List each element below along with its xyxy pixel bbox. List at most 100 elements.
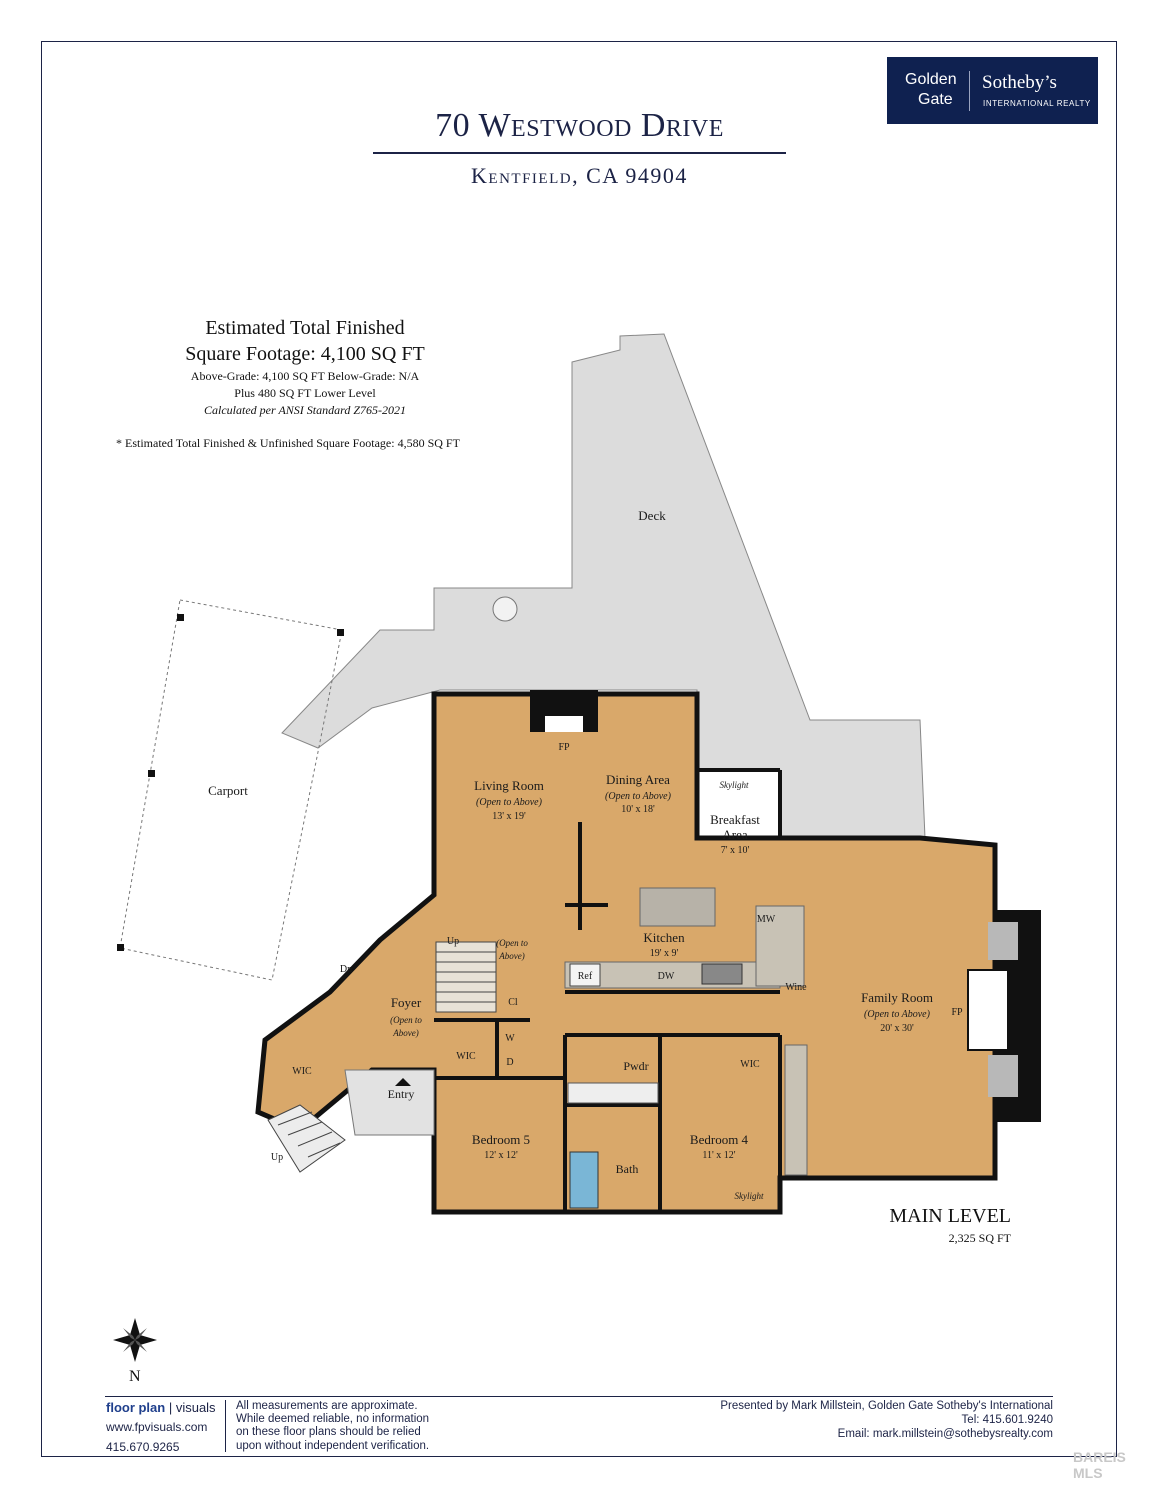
logo-divider [969, 71, 970, 111]
label-family-note: (Open to Above) [864, 1009, 931, 1020]
kitchen-island [639, 887, 716, 927]
label-living-note: (Open to Above) [476, 797, 543, 808]
living-firebox [545, 716, 583, 732]
label-kitchen: Kitchen [643, 930, 685, 945]
label-wic-bed4: WIC [740, 1059, 760, 1070]
range [701, 963, 743, 985]
label-kitchen-dim: 19' x 9' [650, 948, 679, 959]
logo-brand: Sotheby’s [982, 72, 1057, 93]
label-carport: Carport [208, 783, 248, 798]
sqft-heading-1: Estimated Total Finished [205, 317, 405, 339]
label-wine: Wine [785, 982, 807, 993]
label-dw: DW [658, 971, 675, 982]
disclaimer-line-2: While deemed reliable, no information [236, 1413, 430, 1425]
main-stair [435, 941, 497, 1013]
property-city: Kentfield, CA 94904 [471, 163, 688, 188]
page-frame [41, 41, 1117, 1457]
sqft-lower-level: Plus 480 SQ FT Lower Level [234, 386, 376, 400]
sqft-heading-2: Square Footage: 4,100 SQ FT [185, 343, 425, 365]
label-family: Family Room [861, 990, 933, 1005]
label-bed4: Bedroom 4 [690, 1132, 749, 1147]
footer-separator [225, 1400, 226, 1452]
brokerage-logo: Golden Gate Sotheby’s INTERNATIONAL REAL… [887, 57, 1098, 124]
logo-tagline: INTERNATIONAL REALTY [983, 99, 1091, 108]
kitchen-counter [564, 961, 781, 989]
logo-gate: Gate [918, 91, 953, 108]
label-dryer: D [506, 1057, 513, 1068]
compass-rose [113, 1318, 157, 1362]
carport-post [117, 944, 124, 951]
disclaimer-line-4: upon without independent verification. [236, 1440, 430, 1452]
mls-watermark: BAREIS MLS [1073, 1449, 1126, 1481]
fpv-brand-rest: | visuals [165, 1400, 216, 1415]
label-dining-note: (Open to Above) [605, 791, 672, 802]
fpv-brand-bold: floor plan [106, 1400, 166, 1415]
label-fp-living: FP [558, 742, 570, 753]
label-entry: Entry [388, 1087, 415, 1101]
compass-north-label: N [129, 1368, 141, 1385]
deck-hot-tub [492, 596, 518, 622]
label-wic-bed5: WIC [456, 1051, 476, 1062]
fpv-website: www.fpvisuals.com [106, 1420, 208, 1434]
interior-walls [372, 768, 782, 1212]
label-stair-up: Up [447, 936, 459, 947]
label-dining: Dining Area [606, 772, 670, 787]
label-bed5-dim: 12' x 12' [484, 1150, 518, 1161]
label-pwdr: Pwdr [623, 1059, 648, 1073]
entry-stair [267, 1104, 346, 1173]
sqft-grade: Above-Grade: 4,100 SQ FT Below-Grade: N/… [190, 369, 420, 383]
family-window [988, 1055, 1018, 1097]
label-stair-open-1: (Open to [496, 938, 528, 948]
fpv-brand: floor plan | visuals [106, 1400, 216, 1415]
label-mw: MW [757, 914, 776, 925]
label-foyer-note-1: (Open to [390, 1015, 422, 1025]
disclaimer-line-1: All measurements are approximate. [236, 1400, 418, 1412]
footer-divider [105, 1396, 1053, 1397]
main-floor [255, 691, 998, 1215]
refrigerator [569, 963, 601, 987]
label-dn: Dn [340, 964, 352, 975]
level-name: MAIN LEVEL [889, 1205, 1011, 1227]
label-breakfast-2: Area [722, 827, 747, 842]
sqft-note: * Estimated Total Finished & Unfinished … [116, 436, 460, 450]
label-breakfast-dim: 7' x 10' [721, 845, 750, 856]
label-bath: Bath [616, 1162, 639, 1176]
label-stair-open-2: Above) [498, 951, 524, 961]
bathtub [569, 1151, 599, 1209]
label-ref: Ref [578, 971, 593, 982]
label-closet: Cl [508, 997, 518, 1008]
label-bed5: Bedroom 5 [472, 1132, 530, 1147]
label-skylight-breakfast: Skylight [720, 780, 749, 790]
label-washer: W [505, 1033, 515, 1044]
presented-by: Presented by Mark Millstein, Golden Gate… [720, 1400, 1053, 1412]
fpv-phone: 415.670.9265 [106, 1440, 180, 1454]
property-address: 70 Westwood Drive [435, 107, 724, 144]
label-living: Living Room [474, 778, 544, 793]
family-counter [784, 1044, 808, 1176]
carport-post [337, 629, 344, 636]
level-sqft: 2,325 SQ FT [948, 1231, 1011, 1245]
agent-tel: Tel: 415.601.9240 [961, 1414, 1053, 1426]
label-living-dim: 13' x 19' [492, 811, 526, 822]
label-foyer-note-2: Above) [392, 1028, 418, 1038]
carport-post [177, 614, 184, 621]
label-fp-family: FP [951, 1007, 963, 1018]
kitchen-counter-mw [755, 905, 805, 987]
disclaimer-line-3: on these floor plans should be relied [236, 1426, 421, 1438]
label-breakfast-1: Breakfast [710, 812, 760, 827]
vanity [567, 1082, 659, 1104]
sqft-standard: Calculated per ANSI Standard Z765-2021 [204, 403, 406, 417]
label-wic-foyer: WIC [292, 1066, 312, 1077]
label-foyer: Foyer [391, 995, 422, 1010]
carport-post [148, 770, 155, 777]
family-fireplace [967, 969, 1009, 1051]
label-entry-stair-up: Up [271, 1152, 283, 1163]
entry-arrow [395, 1078, 411, 1086]
label-bed4-dim: 11' x 12' [702, 1150, 735, 1161]
label-deck: Deck [638, 508, 666, 523]
family-window [988, 922, 1018, 960]
agent-email: Email: mark.millstein@sothebysrealty.com [837, 1428, 1053, 1440]
title-underline [373, 152, 786, 154]
logo-golden: Golden [905, 71, 957, 88]
